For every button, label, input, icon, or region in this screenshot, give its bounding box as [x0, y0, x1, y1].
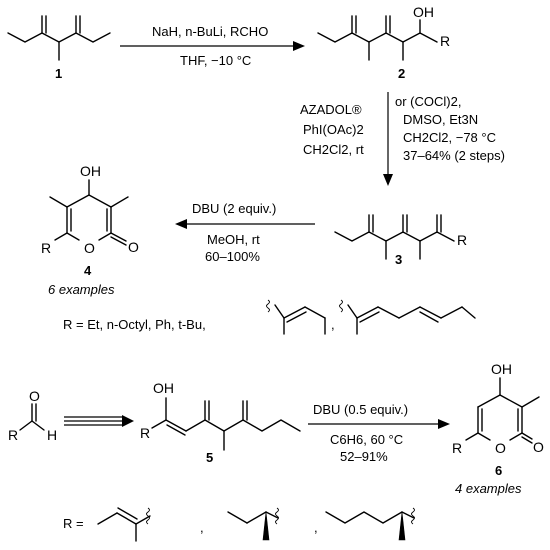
multistep-arrow — [64, 415, 134, 427]
compound-4-r: R — [41, 240, 51, 256]
step2-right-2: DMSO, Et3N — [403, 112, 478, 127]
step1-reagents: NaH, n-BuLi, RCHO — [152, 24, 268, 39]
compound-6-r: R — [452, 440, 462, 456]
step2-right-1: or (COCl)2, — [395, 94, 461, 109]
step4-arrow: DBU (0.5 equiv.) C6H6, 60 °C 52–91% — [308, 402, 450, 464]
compound-6-oh: OH — [491, 361, 512, 377]
compound-5: R OH 5 — [140, 380, 301, 465]
compound-4-number: 4 — [84, 263, 92, 278]
step3-yield: 60–100% — [205, 249, 260, 264]
compound-4-carbonyl-o: O — [128, 239, 139, 255]
compound-6-number: 6 — [495, 463, 502, 478]
compound-6-examples: 4 examples — [455, 481, 522, 496]
r-groups-top: R = Et, n-Octyl, Ph, t-Bu, , — [63, 299, 476, 335]
compound-3-r: R — [457, 232, 467, 248]
r-groups-top-label: R = Et, n-Octyl, Ph, t-Bu, — [63, 317, 206, 332]
compound-6-carbonyl-o: O — [533, 439, 544, 455]
r-groups-bottom-comma-2: , — [314, 520, 318, 535]
step2-left-2: PhI(OAc)2 — [303, 122, 364, 137]
step2-right-3: CH2Cl2, −78 °C — [403, 130, 496, 145]
step1-arrow: NaH, n-BuLi, RCHO THF, −10 °C — [120, 24, 305, 68]
step4-conditions: C6H6, 60 °C — [330, 432, 403, 447]
step3-arrow: DBU (2 equiv.) MeOH, rt 60–100% — [175, 201, 315, 264]
compound-5-number: 5 — [206, 450, 213, 465]
compound-2-number: 2 — [398, 66, 405, 81]
compound-3: R 3 — [334, 214, 467, 267]
step3-conditions: MeOH, rt — [207, 232, 260, 247]
compound-4-examples: 6 examples — [48, 282, 115, 297]
step1-conditions: THF, −10 °C — [180, 53, 251, 68]
step4-yield: 52–91% — [340, 449, 388, 464]
compound-2-oh: OH — [413, 4, 434, 20]
r-groups-bottom: R = , , — [63, 507, 415, 542]
compound-4: OH O O R 4 6 examples — [41, 163, 139, 297]
compound-5-oh: OH — [153, 380, 174, 396]
aldehyde-h: H — [47, 427, 57, 443]
compound-4-oh: OH — [80, 163, 101, 179]
compound-1: 1 — [7, 15, 111, 81]
step3-reagents: DBU (2 equiv.) — [192, 201, 276, 216]
aldehyde: R O H — [8, 388, 57, 443]
step4-reagents: DBU (0.5 equiv.) — [313, 402, 408, 417]
compound-6-ring-o: O — [495, 440, 506, 456]
compound-1-number: 1 — [55, 66, 62, 81]
compound-6: OH O O R 6 4 examples — [452, 361, 544, 496]
compound-4-ring-o: O — [84, 240, 95, 256]
compound-5-r: R — [140, 425, 150, 441]
compound-2: OH R 2 — [317, 4, 450, 81]
step2-left-3: CH2Cl2, rt — [303, 142, 364, 157]
compound-3-number: 3 — [395, 252, 402, 267]
aldehyde-o: O — [29, 388, 40, 404]
compound-2-r: R — [440, 33, 450, 49]
step2-left-1: AZADOL® — [300, 102, 362, 117]
step2-arrow: AZADOL® PhI(OAc)2 CH2Cl2, rt or (COCl)2,… — [300, 92, 505, 186]
r-groups-top-comma: , — [331, 317, 335, 332]
aldehyde-r: R — [8, 427, 18, 443]
r-groups-bottom-label: R = — [63, 516, 84, 531]
r-groups-bottom-comma-1: , — [200, 520, 204, 535]
step2-right-4: 37–64% (2 steps) — [403, 148, 505, 163]
